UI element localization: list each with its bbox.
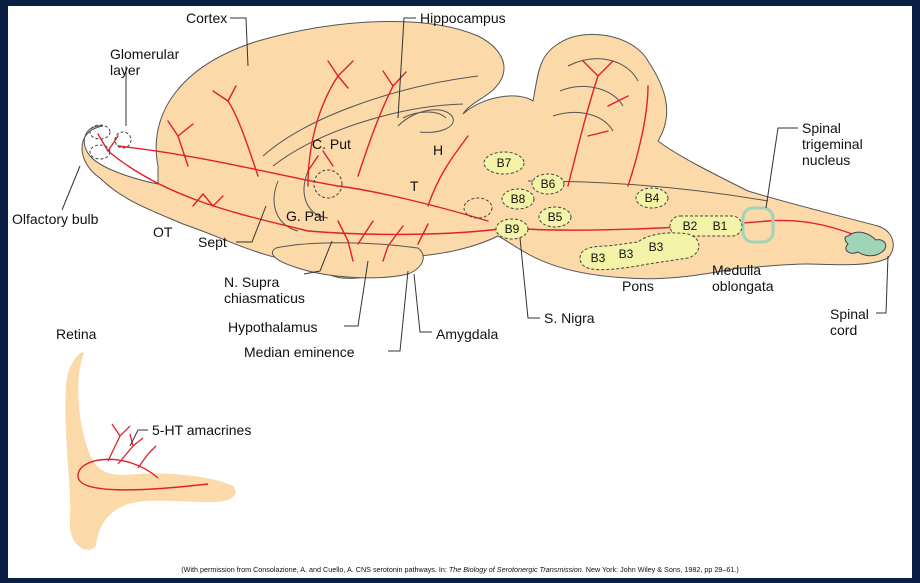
amacrine-branches bbox=[108, 424, 156, 468]
label-g-pal: G. Pal bbox=[286, 208, 325, 224]
label-hypothalamus: Hypothalamus bbox=[228, 319, 318, 335]
nucleus-b7-label: B7 bbox=[497, 156, 512, 170]
nucleus-b4: B4 bbox=[636, 188, 668, 208]
serotonin-pathway-diagram: B7 B6 B8 B5 B9 B4 bbox=[8, 6, 912, 578]
label-glomerular-layer: Glomerular layer bbox=[110, 46, 179, 78]
credit-prefix: (With permission from Consolazione, A. a… bbox=[181, 565, 449, 574]
label-hippocampus: Hippocampus bbox=[420, 10, 506, 26]
label-pons: Pons bbox=[622, 278, 654, 294]
label-c-put: C. Put bbox=[312, 136, 351, 152]
nucleus-b3b-label: B3 bbox=[619, 247, 634, 261]
nucleus-b6: B6 bbox=[532, 174, 564, 194]
label-cortex: Cortex bbox=[186, 10, 227, 26]
nucleus-b8-label: B8 bbox=[511, 192, 526, 206]
label-median-eminence: Median eminence bbox=[244, 344, 355, 360]
nucleus-b5-label: B5 bbox=[548, 210, 563, 224]
nucleus-b8: B8 bbox=[502, 189, 534, 209]
nucleus-b1-label: B1 bbox=[713, 219, 728, 233]
nucleus-b6-label: B6 bbox=[541, 177, 556, 191]
nucleus-b7: B7 bbox=[484, 152, 524, 174]
figure-credit: (With permission from Consolazione, A. a… bbox=[8, 565, 912, 574]
figure-frame: B7 B6 B8 B5 B9 B4 bbox=[8, 6, 912, 578]
nucleus-b5: B5 bbox=[539, 207, 571, 227]
nucleus-b2-b1: B2 B1 bbox=[670, 216, 742, 236]
nucleus-b9-label: B9 bbox=[505, 222, 520, 236]
ventral-lobe bbox=[272, 243, 423, 278]
label-retina: Retina bbox=[56, 326, 96, 342]
label-sept: Sept bbox=[198, 234, 227, 250]
label-s-nigra: S. Nigra bbox=[544, 310, 595, 326]
label-h: H bbox=[433, 142, 443, 158]
label-ot: OT bbox=[153, 224, 172, 240]
nucleus-b9: B9 bbox=[496, 219, 528, 239]
label-n-supra: N. Supra chiasmaticus bbox=[224, 274, 305, 306]
label-5ht-amacrines: 5-HT amacrines bbox=[152, 422, 251, 438]
nucleus-b2-label: B2 bbox=[683, 219, 698, 233]
label-spinal-cord: Spinal cord bbox=[830, 306, 869, 338]
label-t: T bbox=[410, 178, 419, 194]
label-amygdala: Amygdala bbox=[436, 326, 498, 342]
nucleus-b3c-label: B3 bbox=[649, 240, 664, 254]
label-medulla: Medulla oblongata bbox=[712, 262, 774, 294]
nucleus-b4-label: B4 bbox=[645, 191, 660, 205]
credit-suffix: . New York: John Wiley & Sons, 1982, pp … bbox=[582, 565, 739, 574]
label-olfactory-bulb: Olfactory bulb bbox=[12, 211, 98, 227]
label-spinal-trigeminal: Spinal trigeminal nucleus bbox=[802, 120, 863, 168]
credit-title: The Biology of Serotonergic Transmission bbox=[449, 565, 582, 574]
nucleus-b3a-label: B3 bbox=[591, 251, 606, 265]
